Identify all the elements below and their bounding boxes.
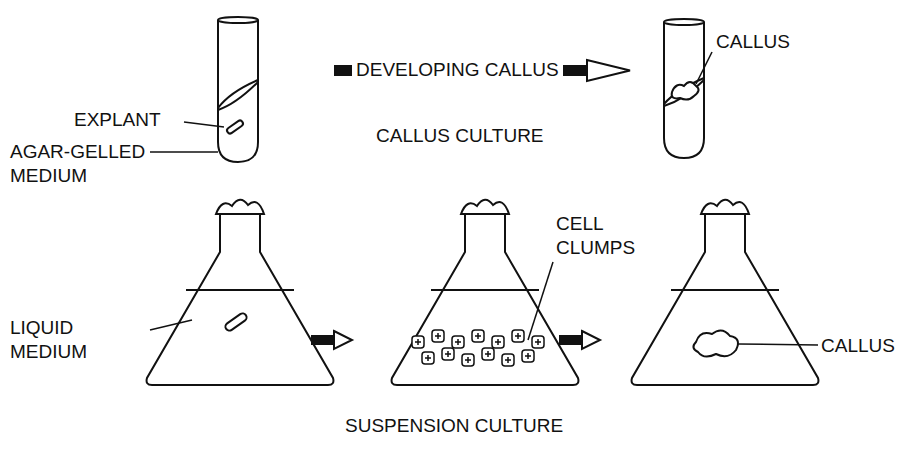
cell-clump [512, 330, 524, 342]
callus-blob [693, 330, 738, 356]
label-text: AGAR-GELLED MEDIUM [10, 140, 160, 188]
arrow-label: DEVELOPING CALLUS [352, 58, 563, 82]
arrow-head [587, 60, 630, 81]
label-text: EXPLANT [74, 108, 194, 132]
leader-line [696, 52, 712, 84]
cell-clump-detail [475, 333, 481, 339]
label-text: CALLUS [821, 334, 916, 358]
cell-clumps [412, 330, 544, 366]
cell-clump [482, 348, 494, 360]
cell-clump-detail [515, 333, 521, 339]
explant [226, 119, 244, 134]
cell-clump [422, 352, 434, 364]
cell-clump [532, 336, 544, 348]
cell-clump-detail [455, 339, 461, 345]
cell-clump [472, 330, 484, 342]
leader-line [150, 320, 192, 330]
cell-clump [502, 354, 514, 366]
leader-line [184, 122, 224, 127]
cell-clump [522, 350, 534, 362]
cell-clump-detail [525, 353, 531, 359]
caption-text: SUSPENSION CULTURE [345, 414, 605, 438]
leader-line [150, 151, 218, 153]
cell-clump [432, 330, 444, 342]
cell-clump-detail [495, 339, 501, 345]
test-tube [664, 22, 704, 158]
cell-clump [412, 336, 424, 348]
flask [147, 200, 334, 385]
cell-clump-detail [485, 351, 491, 357]
cell-clump-detail [425, 355, 431, 361]
cell-clump-detail [535, 339, 541, 345]
cell-clump [452, 336, 464, 348]
cell-clump-detail [465, 357, 471, 363]
caption-text: CALLUS CULTURE [376, 124, 576, 148]
test-tube [218, 20, 258, 162]
process-arrow [560, 336, 582, 344]
arrow-head [334, 331, 352, 349]
agar-slant [218, 80, 258, 108]
label-text: LIQUID MEDIUM [10, 316, 150, 364]
explant [224, 312, 248, 332]
process-arrow [312, 336, 334, 344]
agar-slant [664, 78, 704, 104]
flask [632, 200, 819, 385]
flask [392, 200, 579, 385]
cell-clump-detail [445, 351, 451, 357]
leader-line [528, 262, 553, 340]
callus-blob [672, 82, 699, 100]
cell-clump [442, 348, 454, 360]
cell-clump-detail [435, 333, 441, 339]
cell-clump-detail [415, 339, 421, 345]
label-text: CALLUS [716, 30, 816, 54]
leader-line [738, 344, 818, 345]
arrow-head [582, 331, 600, 349]
label-text: CELL CLUMPS [556, 212, 676, 260]
cell-clump-detail [505, 357, 511, 363]
cell-clump [492, 336, 504, 348]
cell-clump [462, 354, 474, 366]
